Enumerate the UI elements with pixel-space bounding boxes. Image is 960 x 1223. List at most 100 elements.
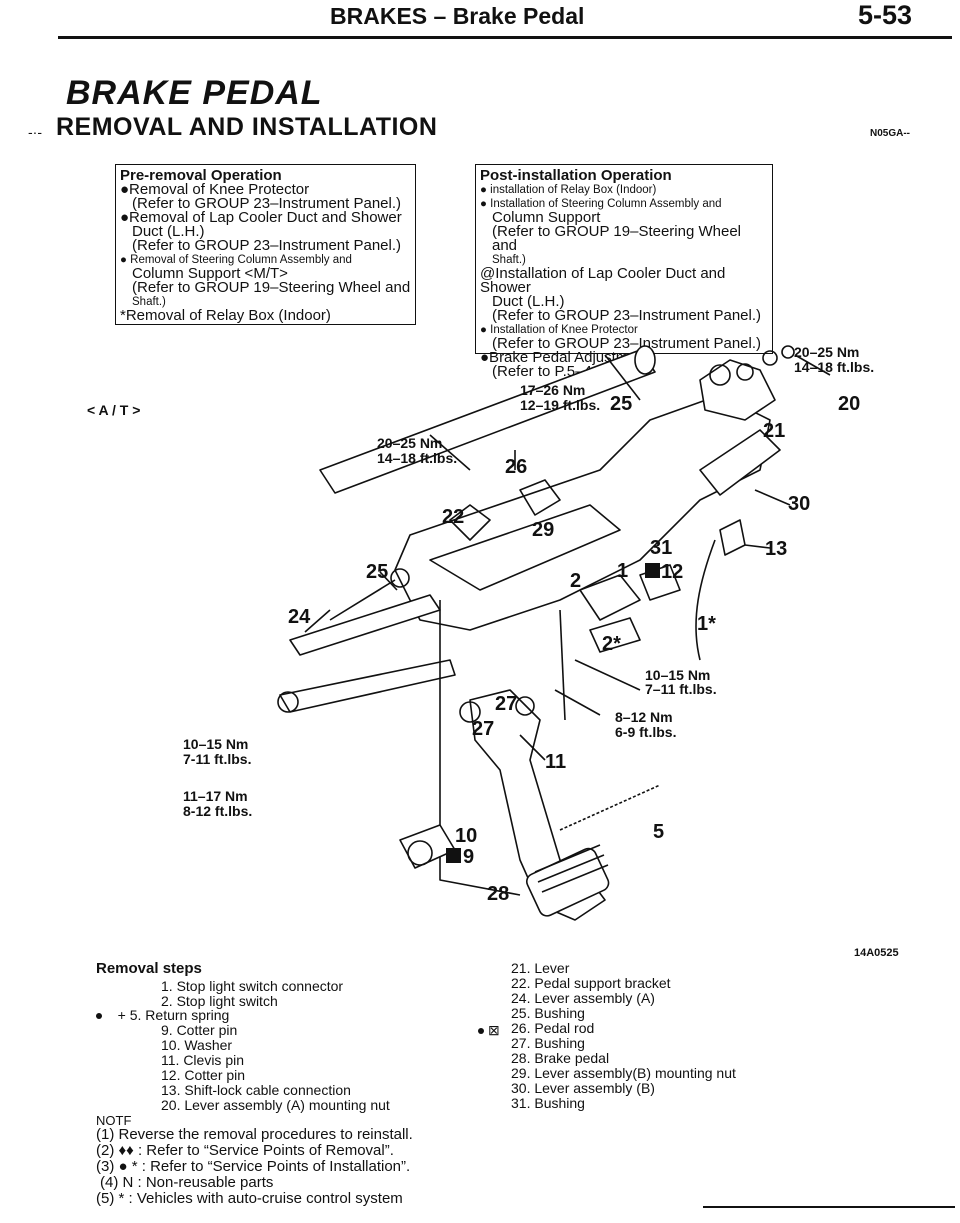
torque-nm: 20–25 Nm bbox=[377, 435, 442, 451]
page-number: 5-53 bbox=[858, 0, 913, 30]
section-title: BRAKE PEDAL bbox=[66, 74, 323, 112]
removal-step: 1. Stop light switch connector bbox=[161, 978, 344, 994]
post-line: (Refer to GROUP 19–Steering Wheel and bbox=[492, 223, 742, 254]
post-line: (Refer to GROUP 23–Instrument Panel.) bbox=[492, 335, 762, 352]
callout: 11 bbox=[545, 751, 566, 773]
margin-mark: -·- bbox=[28, 124, 42, 140]
removal-step: 10. Washer bbox=[161, 1037, 233, 1053]
torque-nm: 17–26 Nm bbox=[520, 382, 585, 398]
callout: 21 bbox=[763, 420, 785, 442]
footer-rule bbox=[703, 1206, 955, 1208]
pre-line: (Refer to GROUP 19–Steering Wheel and bbox=[132, 279, 411, 296]
removal-step: 9. Cotter pin bbox=[161, 1022, 238, 1038]
callout: 9 bbox=[463, 846, 474, 868]
callout: 5 bbox=[653, 821, 664, 843]
callout: 26 bbox=[505, 456, 527, 478]
removal-steps-title: Removal steps bbox=[96, 960, 202, 977]
torque-nm: 20–25 Nm bbox=[794, 344, 859, 360]
callout: 2 bbox=[570, 570, 581, 592]
note-line: (3) ● * : Refer to “Service Points of In… bbox=[96, 1158, 411, 1175]
removal-step: 27. Bushing bbox=[511, 1035, 585, 1051]
callout: 1* bbox=[697, 613, 716, 635]
post-line: ●Brake Pedal Adjustment bbox=[480, 349, 650, 366]
removal-step: + 5. Return spring bbox=[117, 1007, 230, 1023]
pre-line: Column Support <M/T> bbox=[132, 265, 288, 282]
torque-ftlbs: 6-9 ft.lbs. bbox=[615, 724, 676, 740]
post-installation-box: Post-installation Operation ● installati… bbox=[475, 164, 773, 379]
callout: 27 bbox=[495, 693, 517, 715]
torque-ftlbs: 12–19 ft.lbs. bbox=[520, 397, 600, 413]
removal-step: 28. Brake pedal bbox=[511, 1050, 610, 1066]
pre-line: (Refer to GROUP 23–Instrument Panel.) bbox=[132, 195, 402, 212]
post-line: Shaft.) bbox=[492, 254, 526, 266]
post-line: Column Support bbox=[492, 209, 601, 226]
torque-ftlbs: 14–18 ft.lbs. bbox=[377, 450, 457, 466]
subsection-title: REMOVAL AND INSTALLATION bbox=[56, 113, 438, 141]
post-line: ● Installation of Knee Protector bbox=[480, 324, 638, 336]
header-title: BRAKES – Brake Pedal bbox=[330, 3, 585, 29]
pre-line: (Refer to GROUP 23–Instrument Panel.) bbox=[132, 237, 402, 254]
removal-step: 31. Bushing bbox=[511, 1095, 585, 1111]
pre-line: ●Removal of Knee Protector bbox=[120, 181, 310, 198]
removal-step: 21. Lever bbox=[511, 960, 570, 976]
post-installation-heading: Post-installation Operation bbox=[480, 167, 672, 184]
torque-ftlbs: 14–18 ft.lbs. bbox=[794, 359, 874, 375]
torque-nm: 11–17 Nm bbox=[183, 788, 248, 804]
section-code: N05GA-- bbox=[870, 128, 911, 139]
torque-ftlbs: 7-11 ft.lbs. bbox=[183, 751, 251, 767]
callout: 2* bbox=[602, 633, 621, 655]
notes-heading: NOTF bbox=[96, 1113, 132, 1128]
removal-step: 13. Shift-lock cable connection bbox=[161, 1082, 351, 1098]
callout: 1 bbox=[617, 560, 628, 582]
removal-step: 2. Stop light switch bbox=[161, 993, 278, 1009]
removal-step: 22. Pedal support bracket bbox=[511, 975, 671, 991]
removal-step: 26. Pedal rod bbox=[511, 1020, 595, 1036]
pre-line: *Removal of Relay Box (Indoor) bbox=[120, 307, 331, 324]
header-rule bbox=[58, 36, 952, 39]
torque-nm: 8–12 Nm bbox=[615, 709, 673, 725]
note-line: (4) N : Non-reusable parts bbox=[100, 1174, 274, 1191]
pre-removal-box: Pre-removal Operation ●Removal of Knee P… bbox=[115, 164, 416, 325]
torque-nm: 10–15 Nm bbox=[183, 736, 248, 752]
torque-ftlbs: 8-12 ft.lbs. bbox=[183, 803, 252, 819]
callout: 13 bbox=[765, 538, 787, 560]
post-line: ● Installation of Steering Column Assemb… bbox=[480, 198, 722, 210]
note-line: (1) Reverse the removal procedures to re… bbox=[96, 1126, 413, 1143]
callout: 31 bbox=[650, 537, 672, 559]
callout: 27 bbox=[472, 718, 494, 740]
callout: 10 bbox=[455, 825, 477, 847]
post-line: ● installation of Relay Box (Indoor) bbox=[480, 184, 657, 196]
callout: 20 bbox=[838, 393, 860, 415]
removal-step: 20. Lever assembly (A) mounting nut bbox=[161, 1097, 390, 1113]
note-line: (5) * : Vehicles with auto-cruise contro… bbox=[96, 1190, 403, 1207]
post-line: Duct (L.H.) bbox=[492, 293, 565, 310]
callout: 30 bbox=[788, 493, 810, 515]
exploded-view-diagram: 20–25 Nm 14–18 ft.lbs. 17–26 Nm 12–19 ft… bbox=[183, 344, 874, 921]
pre-line: ● Removal of Steering Column Assembly an… bbox=[120, 254, 352, 266]
post-line: @Installation of Lap Cooler Duct and Sho… bbox=[480, 265, 726, 296]
torque-nm: 10–15 Nm bbox=[645, 667, 710, 683]
pre-removal-heading: Pre-removal Operation bbox=[120, 167, 282, 184]
bullet-icon bbox=[478, 1028, 484, 1035]
note-line: (2) ♦♦ : Refer to “Service Points of Rem… bbox=[96, 1142, 394, 1159]
variant-label: < A / T > bbox=[87, 402, 141, 418]
removal-step: 11. Clevis pin bbox=[161, 1052, 245, 1068]
bullet-marker: ⊠ bbox=[478, 1023, 500, 1037]
callout: 22 bbox=[442, 506, 464, 528]
removal-step: 29. Lever assembly(B) mounting nut bbox=[511, 1065, 736, 1081]
pre-line: Duct (L.H.) bbox=[132, 223, 205, 240]
removal-step: 12. Cotter pin bbox=[161, 1067, 246, 1083]
removal-step: 24. Lever assembly (A) bbox=[511, 990, 655, 1006]
torque-ftlbs: 7–11 ft.lbs. bbox=[645, 681, 717, 697]
bullet-icon bbox=[96, 1013, 102, 1020]
callout: 24 bbox=[288, 606, 311, 628]
post-line: (Refer to GROUP 23–Instrument Panel.) bbox=[492, 307, 762, 324]
figure-code: 14A0525 bbox=[854, 947, 899, 959]
callout: 25 bbox=[610, 393, 632, 415]
removal-step-row: + 5. Return spring bbox=[96, 1008, 229, 1022]
pre-line: ●Removal of Lap Cooler Duct and Shower bbox=[120, 209, 402, 226]
callout: 29 bbox=[532, 519, 554, 541]
callout: 28 bbox=[487, 883, 509, 905]
removal-step: 30. Lever assembly (B) bbox=[511, 1080, 655, 1096]
pre-line: Shaft.) bbox=[132, 296, 166, 308]
